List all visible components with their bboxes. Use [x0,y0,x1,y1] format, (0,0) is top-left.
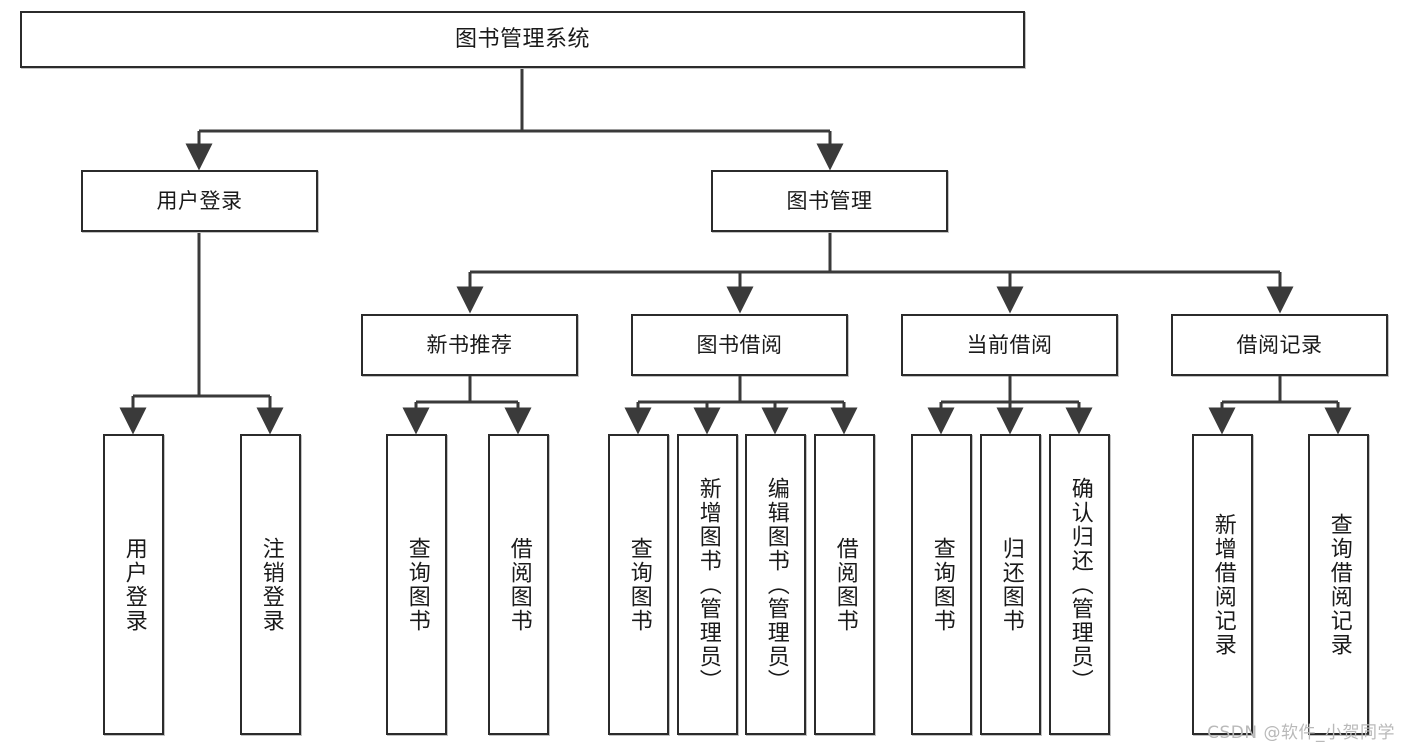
node-new-book-recommend-label: 新书推荐 [426,332,513,357]
node-current-borrow-label: 当前借阅 [966,332,1053,357]
node-borrow-record-label: 借阅记录 [1236,332,1323,357]
leaf-query-book-1-label: 查询图书 [404,536,430,633]
leaf-user-login-label: 用户登录 [121,536,147,633]
leaf-add-record-label: 新增借阅记录 [1210,512,1236,657]
leaf-query-book-3[interactable]: 查询图书 [911,434,972,735]
node-book-manage-label: 图书管理 [786,188,873,213]
leaf-borrow-book-2[interactable]: 借阅图书 [814,434,875,735]
leaf-return-book-label: 归还图书 [998,536,1024,633]
leaf-query-record-label: 查询借阅记录 [1326,512,1352,657]
leaf-add-record[interactable]: 新增借阅记录 [1192,434,1253,735]
leaf-query-book-3-label: 查询图书 [929,536,955,633]
leaf-query-book-1[interactable]: 查询图书 [386,434,447,735]
node-user-login[interactable]: 用户登录 [81,170,318,232]
leaf-user-login[interactable]: 用户登录 [103,434,164,735]
leaf-borrow-book-1-label: 借阅图书 [506,536,532,633]
node-book-borrow-label: 图书借阅 [696,332,783,357]
leaf-borrow-book-2-label: 借阅图书 [832,536,858,633]
leaf-confirm-return-label: 确认归还（管理员） [1067,476,1093,693]
watermark: CSDN @软件_小贺同学 [1207,723,1395,743]
node-book-manage[interactable]: 图书管理 [711,170,948,232]
leaf-edit-book-label: 编辑图书（管理员） [763,476,789,693]
node-root[interactable]: 图书管理系统 [20,11,1025,68]
node-user-login-label: 用户登录 [156,188,243,213]
node-current-borrow[interactable]: 当前借阅 [901,314,1118,376]
node-book-borrow[interactable]: 图书借阅 [631,314,848,376]
leaf-query-book-2-label: 查询图书 [626,536,652,633]
leaf-add-book[interactable]: 新增图书（管理员） [677,434,738,735]
node-borrow-record[interactable]: 借阅记录 [1171,314,1388,376]
leaf-add-book-label: 新增图书（管理员） [695,476,721,693]
leaf-query-record[interactable]: 查询借阅记录 [1308,434,1369,735]
leaf-confirm-return[interactable]: 确认归还（管理员） [1049,434,1110,735]
leaf-borrow-book-1[interactable]: 借阅图书 [488,434,549,735]
node-root-label: 图书管理系统 [454,26,590,52]
leaf-edit-book[interactable]: 编辑图书（管理员） [745,434,806,735]
leaf-logout-label: 注销登录 [258,536,284,633]
node-new-book-recommend[interactable]: 新书推荐 [361,314,578,376]
leaf-query-book-2[interactable]: 查询图书 [608,434,669,735]
leaf-return-book[interactable]: 归还图书 [980,434,1041,735]
leaf-logout[interactable]: 注销登录 [240,434,301,735]
